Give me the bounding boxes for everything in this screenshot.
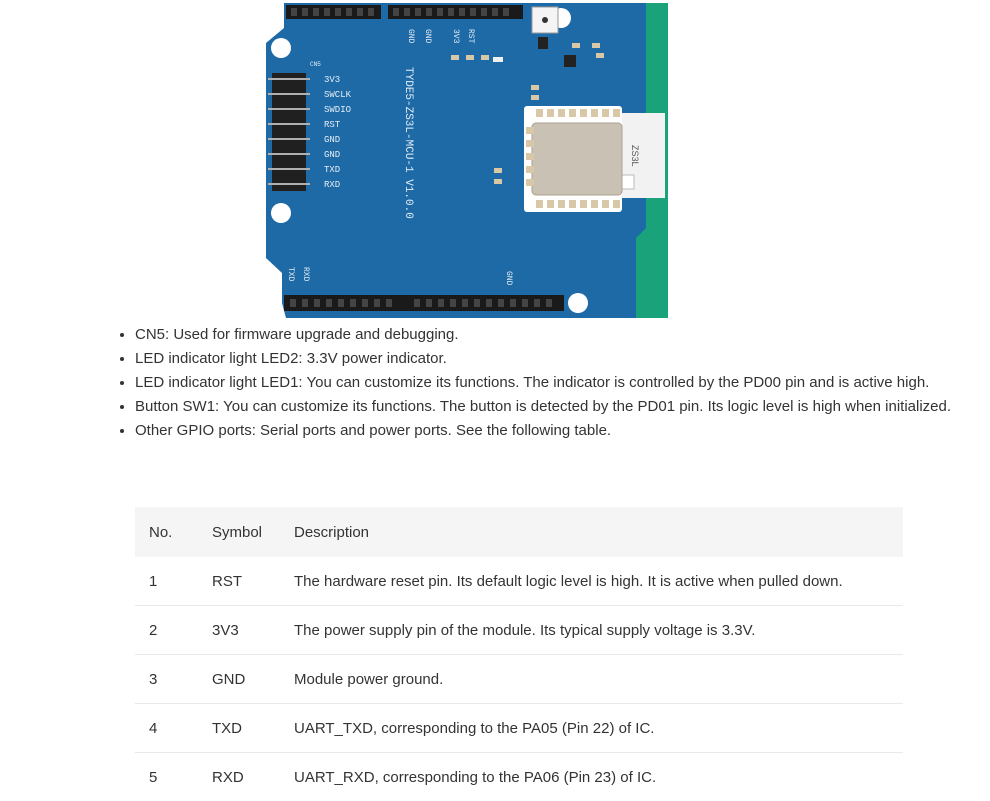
cn5-label: 3V3 [324, 75, 340, 85]
cn5-label: TXD [324, 165, 340, 175]
cell-description: UART_TXD, corresponding to the PA05 (Pin… [280, 704, 903, 753]
cell-symbol: GND [198, 655, 280, 704]
board-image: CN5 3V3 SWCLK SWDIO RST GND GND TXD RXD … [266, 3, 668, 318]
column-header-description: Description [280, 507, 903, 557]
top-label: 3V3 [451, 29, 460, 44]
button-sw1-center [542, 17, 548, 23]
table-row: 5 RXD UART_RXD, corresponding to the PA0… [135, 753, 903, 801]
list-item: Other GPIO ports: Serial ports and power… [135, 419, 985, 443]
bottom-label: TXD [286, 267, 295, 282]
column-header-symbol: Symbol [198, 507, 280, 557]
cell-no: 4 [135, 704, 198, 753]
cn5-header [272, 73, 306, 191]
table-row: 3 GND Module power ground. [135, 655, 903, 704]
cell-description: The hardware reset pin. Its default logi… [280, 557, 903, 606]
list-item: CN5: Used for firmware upgrade and debug… [135, 323, 985, 347]
bottom-label: GND [504, 271, 513, 286]
top-label: GND [406, 29, 415, 44]
cell-description: UART_RXD, corresponding to the PA06 (Pin… [280, 753, 903, 801]
mount-hole [271, 38, 291, 58]
table-row: 1 RST The hardware reset pin. Its defaul… [135, 557, 903, 606]
table-header-row: No. Symbol Description [135, 507, 903, 557]
cell-no: 5 [135, 753, 198, 801]
cell-symbol: TXD [198, 704, 280, 753]
cell-symbol: RST [198, 557, 280, 606]
top-label: RST [466, 29, 475, 44]
gpio-table: No. Symbol Description 1 RST The hardwar… [135, 507, 903, 801]
cn5-label: RXD [324, 180, 340, 190]
board-name: TYDE5-ZS3L-MCU-1 V1.0.0 [402, 67, 414, 219]
cell-no: 2 [135, 606, 198, 655]
list-item: LED indicator light LED2: 3.3V power ind… [135, 347, 985, 371]
cell-no: 1 [135, 557, 198, 606]
top-label: GND [423, 29, 432, 44]
cn5-label: GND [324, 135, 340, 145]
mount-hole [271, 203, 291, 223]
bottom-label: RXD [301, 267, 310, 282]
cell-description: Module power ground. [280, 655, 903, 704]
cell-symbol: RXD [198, 753, 280, 801]
list-item: LED indicator light LED1: You can custom… [135, 371, 985, 395]
cn5-label: RST [324, 120, 341, 130]
cn5-label: SWDIO [324, 105, 351, 115]
module-text: ZS3L [630, 145, 640, 167]
top-header-left [286, 5, 381, 19]
cell-no: 3 [135, 655, 198, 704]
list-item: Button SW1: You can customize its functi… [135, 395, 985, 419]
svg-text:CN5: CN5 [310, 61, 321, 68]
feature-list: CN5: Used for firmware upgrade and debug… [111, 323, 985, 443]
table-row: 2 3V3 The power supply pin of the module… [135, 606, 903, 655]
module-shield [532, 123, 622, 195]
mount-hole [568, 293, 588, 313]
cn5-label: GND [324, 150, 340, 160]
cell-symbol: 3V3 [198, 606, 280, 655]
cn5-label: SWCLK [324, 90, 352, 100]
cell-description: The power supply pin of the module. Its … [280, 606, 903, 655]
table-row: 4 TXD UART_TXD, corresponding to the PA0… [135, 704, 903, 753]
column-header-no: No. [135, 507, 198, 557]
